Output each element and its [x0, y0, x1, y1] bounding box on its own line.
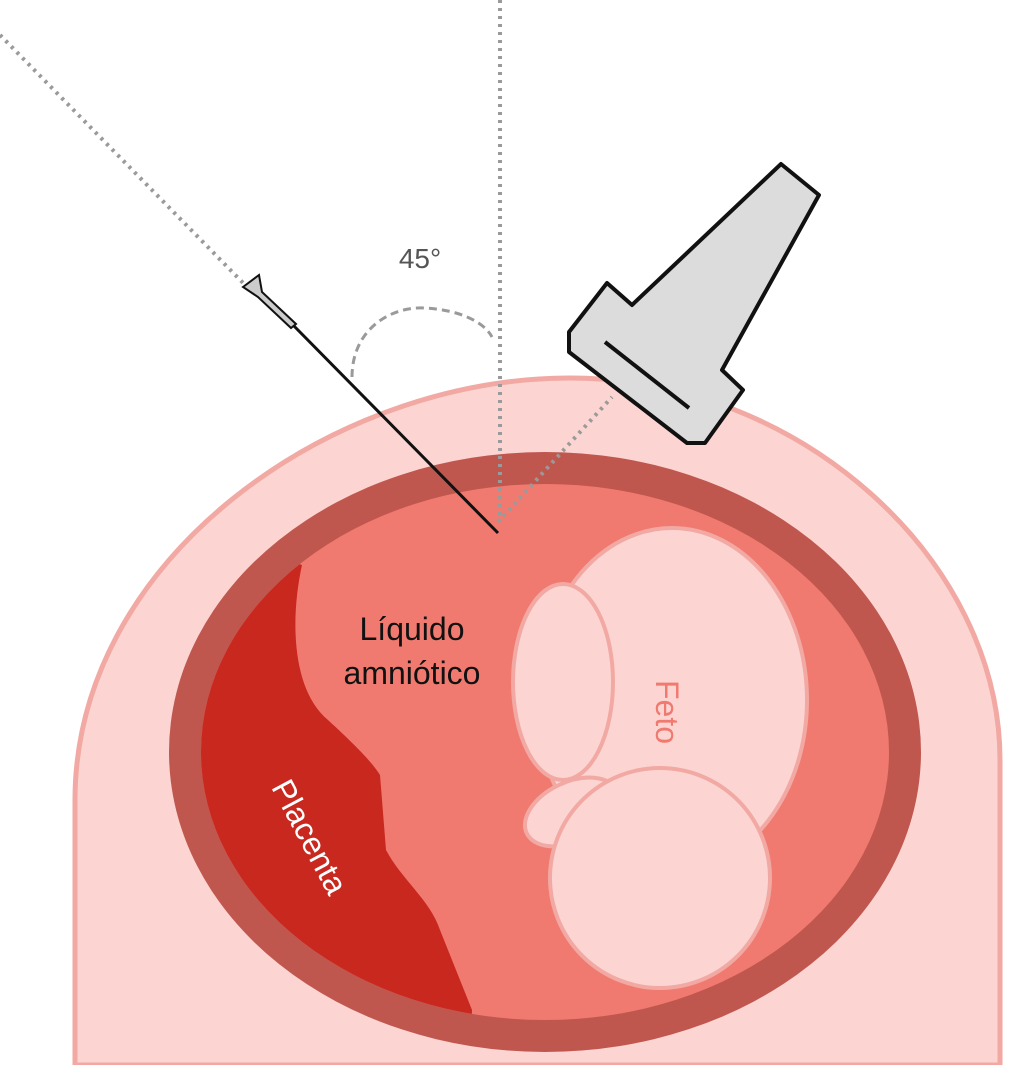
amniotic-fluid-label-2: amniótico [344, 655, 481, 691]
fetus-head [548, 766, 772, 990]
needle-hub-icon [241, 273, 298, 330]
needle-axis-dotted-line [0, 33, 252, 292]
placenta [201, 500, 472, 1020]
probe-body [567, 162, 821, 445]
ultrasound-probe [567, 162, 821, 445]
angle-label: 45° [399, 243, 441, 274]
fetus [511, 526, 809, 990]
needle-shaft [291, 323, 500, 535]
angle-arc [350, 306, 494, 378]
probe-transducer-line [603, 340, 691, 410]
needle [241, 273, 500, 535]
fetus-limb [511, 582, 615, 782]
fetus-label: Feto [649, 680, 685, 744]
amniotic-fluid-label: Líquido [360, 611, 465, 647]
